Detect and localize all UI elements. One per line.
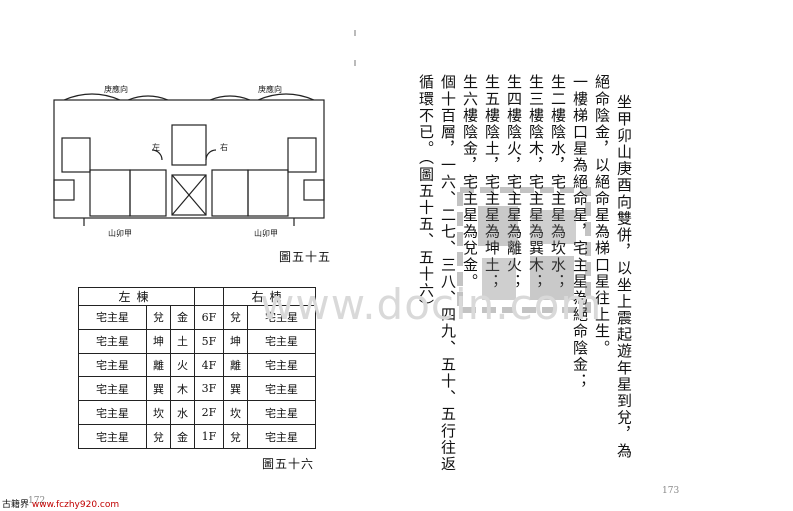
watermark: www.docin.com	[260, 280, 603, 329]
unit-right-label: 右	[220, 142, 228, 152]
left-element-cell: 金	[170, 424, 195, 449]
header-floor-blank	[194, 287, 224, 306]
direction-left-bottom: 山卯甲	[108, 228, 132, 238]
floor-plan-diagram: 庚應向 庚應向 左 右 山卯甲 山卯甲	[53, 84, 325, 238]
table-header-row: 左棟 右棟	[78, 287, 316, 306]
left-gua-cell: 離	[146, 352, 171, 378]
left-element-cell: 火	[170, 352, 195, 378]
floor-cell: 3F	[194, 376, 224, 402]
text-column-5: 生三樓陰木，宅主星為巽木；	[527, 74, 545, 290]
text-column-6: 生四樓陰火，宅主星為離火；	[505, 74, 523, 290]
text-column-2: 絕命陰金，以絕命星為梯口星往上生。	[593, 74, 611, 357]
right-star-cell: 宅主星	[247, 328, 316, 354]
left-element-cell: 金	[170, 305, 195, 330]
right-gua-cell: 兌	[223, 305, 248, 330]
text-column-7: 生五樓陰土，宅主星為坤土；	[483, 74, 501, 290]
floor-cell: 6F	[194, 305, 224, 330]
table-row: 宅主星 坤 土 5F 坤 宅主星	[78, 328, 316, 354]
floor-star-table: 左棟 右棟 宅主星 兌 金 6F 兌 宅主星 宅主星 坤 土	[78, 287, 316, 449]
left-star-cell: 宅主星	[78, 352, 147, 378]
table-row: 宅主星 巽 木 3F 巽 宅主星	[78, 376, 316, 402]
direction-right-top: 庚應向	[258, 84, 282, 94]
direction-left-top: 庚應向	[104, 84, 128, 94]
left-gua-cell: 兌	[146, 424, 171, 449]
text-column-8: 生六樓陰金，宅主星為兌金。	[461, 74, 479, 290]
right-gua-cell: 離	[223, 352, 248, 378]
header-right-building: 右棟	[223, 287, 316, 306]
floor-cell: 1F	[194, 424, 224, 449]
text-column-9: 個十百層，一六、二七、三八、四九、五十、五行往返	[439, 74, 457, 473]
left-star-cell: 宅主星	[78, 424, 147, 449]
figure-55-caption: 圖五十五	[279, 250, 332, 264]
left-gua-cell: 巽	[146, 376, 171, 402]
left-element-cell: 水	[170, 400, 195, 426]
left-page: 庚應向 庚應向 左 右 山卯甲 山卯甲 圖五十五 左棟 右棟 宅主星 兌 金	[0, 0, 350, 511]
left-element-cell: 土	[170, 328, 195, 354]
right-star-cell: 宅主星	[247, 376, 316, 402]
left-gua-cell: 坎	[146, 400, 171, 426]
figure-56-caption: 圖五十六	[262, 457, 315, 471]
right-star-cell: 宅主星	[247, 305, 316, 330]
text-column-10: 循環不已。（圖五十五、五十六）	[417, 74, 435, 316]
gutter-marks	[354, 30, 356, 66]
left-star-cell: 宅主星	[78, 305, 147, 330]
left-gua-cell: 坤	[146, 328, 171, 354]
header-left-building: 左棟	[78, 287, 195, 306]
table-row: 宅主星 離 火 4F 離 宅主星	[78, 352, 316, 378]
unit-left-label: 左	[152, 142, 160, 152]
left-gua-cell: 兌	[146, 305, 171, 330]
footer-site-url[interactable]: www.fczhy920.com	[31, 500, 120, 510]
floor-cell: 4F	[194, 352, 224, 378]
page-number-left: 172	[28, 496, 46, 506]
right-gua-cell: 巽	[223, 376, 248, 402]
floor-cell: 2F	[194, 400, 224, 426]
left-star-cell: 宅主星	[78, 376, 147, 402]
text-column-4: 生二樓陰水，宅主星為坎水；	[549, 74, 567, 290]
footer-site-label: 古籍界	[2, 500, 30, 510]
table-row: 宅主星 兌 金 6F 兌 宅主星	[78, 305, 316, 330]
text-column-3: 一樓梯口星為絕命星，宅主星為絕命陰金；	[571, 74, 589, 390]
right-page: 坐甲卯山庚酉向雙併，以坐上震起遊年星到兌，為 絕命陰金，以絕命星為梯口星往上生。…	[355, 0, 793, 511]
right-star-cell: 宅主星	[247, 400, 316, 426]
right-star-cell: 宅主星	[247, 424, 316, 449]
direction-right-bottom: 山卯甲	[254, 228, 278, 238]
seal-stamp-graphic	[457, 187, 591, 313]
right-gua-cell: 兌	[223, 424, 248, 449]
left-star-cell: 宅主星	[78, 328, 147, 354]
table-row: 宅主星 坎 水 2F 坎 宅主星	[78, 400, 316, 426]
right-star-cell: 宅主星	[247, 352, 316, 378]
floor-cell: 5F	[194, 328, 224, 354]
left-star-cell: 宅主星	[78, 400, 147, 426]
right-gua-cell: 坎	[223, 400, 248, 426]
table-row: 宅主星 兌 金 1F 兌 宅主星	[78, 424, 316, 449]
footer-site: 古籍界 www.fczhy920.com	[2, 497, 119, 510]
page-number-right: 173	[662, 486, 680, 496]
text-column-1: 坐甲卯山庚酉向雙併，以坐上震起遊年星到兌，為	[615, 94, 633, 460]
right-gua-cell: 坤	[223, 328, 248, 354]
left-element-cell: 木	[170, 376, 195, 402]
